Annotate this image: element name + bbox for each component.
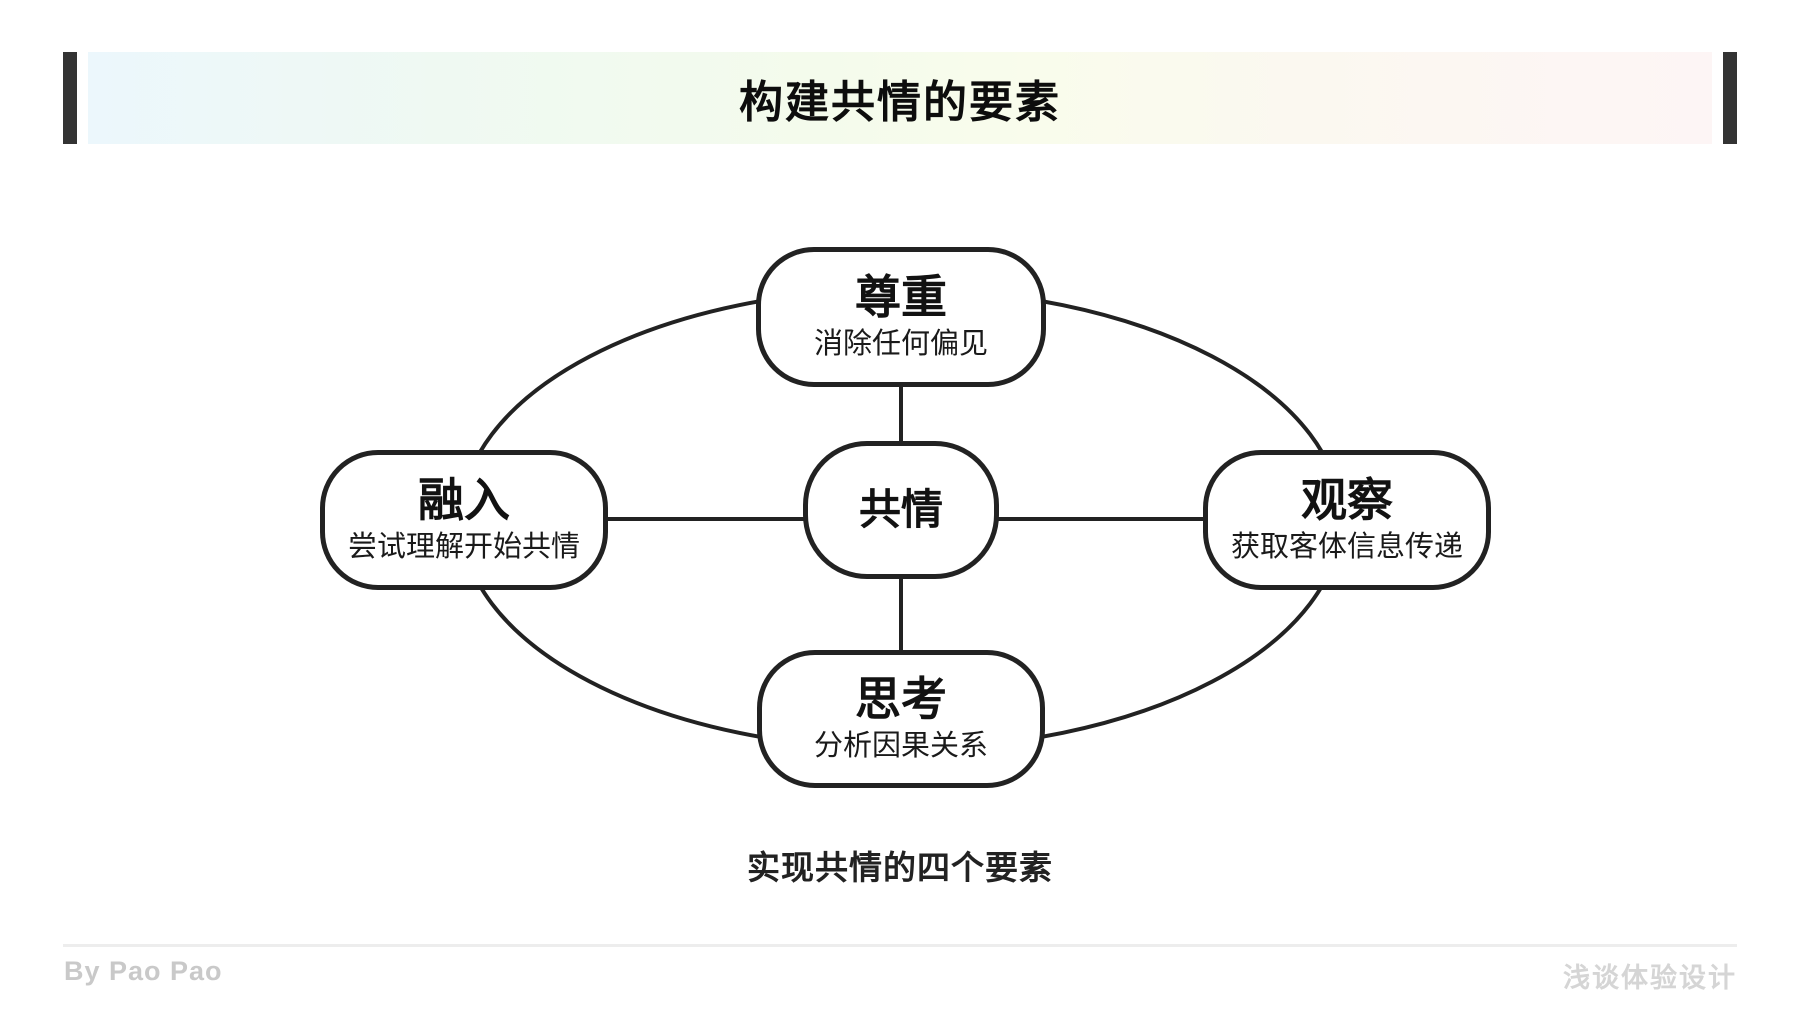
node-observe-subtitle: 获取客体信息传递 (1230, 530, 1463, 563)
node-empathy-center: 共情 (803, 441, 999, 579)
header-bar-right (1723, 52, 1737, 144)
node-integrate-subtitle: 尝试理解开始共情 (347, 530, 580, 563)
node-think-title: 思考 (855, 673, 947, 726)
node-integrate-title: 融入 (418, 474, 510, 527)
node-empathy-title: 共情 (858, 485, 943, 533)
node-respect-title: 尊重 (855, 271, 947, 324)
node-observe-title: 观察 (1301, 474, 1393, 527)
footer-divider (63, 944, 1737, 947)
node-observe: 观察 获取客体信息传递 (1203, 450, 1491, 590)
footer-author: By Pao Pao (64, 956, 223, 986)
header-band: 构建共情的要素 (88, 52, 1712, 144)
node-integrate: 融入 尝试理解开始共情 (320, 450, 608, 590)
node-think-subtitle: 分析因果关系 (813, 729, 988, 762)
node-think: 思考 分析因果关系 (757, 650, 1045, 788)
header-bar-left (63, 52, 77, 144)
node-respect-subtitle: 消除任何偏见 (813, 327, 988, 360)
node-respect: 尊重 消除任何偏见 (756, 247, 1046, 387)
page-title: 构建共情的要素 (739, 78, 1061, 127)
footer-brand: 浅谈体验设计 (1563, 963, 1737, 993)
diagram-caption: 实现共情的四个要素 (747, 849, 1053, 886)
